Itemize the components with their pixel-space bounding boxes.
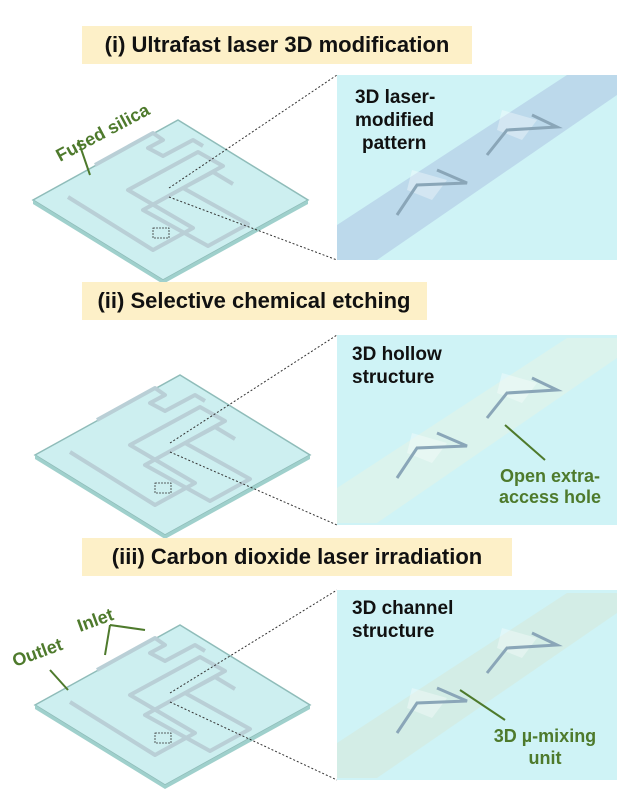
zoom-line bbox=[169, 334, 338, 444]
step-1: (i) Ultrafast laser 3D modification Fuse… bbox=[31, 26, 619, 286]
step-3-title: (iii) Carbon dioxide laser irradiation bbox=[112, 544, 482, 569]
outlet-label: Outlet bbox=[10, 634, 66, 671]
zoom-line bbox=[168, 196, 338, 261]
inset-label-line: pattern bbox=[362, 133, 426, 154]
step-2: (ii) Selective chemical etching 3D hollo… bbox=[33, 282, 619, 541]
inset-label-line: 3D hollow bbox=[352, 344, 442, 365]
zoom-line bbox=[168, 74, 338, 189]
callout-line: access hole bbox=[499, 487, 601, 507]
inset-label-line: structure bbox=[352, 621, 434, 642]
outlet-pointer bbox=[49, 669, 69, 691]
callout-line: 3D µ-mixing bbox=[494, 726, 596, 746]
step-3: (iii) Carbon dioxide laser irradiation O… bbox=[10, 538, 619, 791]
callout-pointer bbox=[504, 424, 546, 461]
etched-chip bbox=[33, 373, 312, 541]
step-2-title: (ii) Selective chemical etching bbox=[97, 288, 410, 313]
label-pointer bbox=[77, 139, 91, 176]
inset-label-line: 3D channel bbox=[352, 598, 453, 619]
inlet-pointer bbox=[104, 624, 111, 656]
step-2-banner bbox=[82, 282, 427, 320]
callout-pointer bbox=[459, 689, 506, 721]
final-chip bbox=[33, 623, 312, 791]
callout-line: unit bbox=[529, 748, 562, 768]
inset-label-line: modified bbox=[355, 110, 434, 131]
zoom-line bbox=[169, 701, 338, 781]
zoom-line bbox=[169, 589, 338, 694]
inlet-pointer bbox=[109, 624, 146, 631]
inset-label-line: structure bbox=[352, 367, 434, 388]
step-1-title: (i) Ultrafast laser 3D modification bbox=[105, 32, 450, 57]
step-3-banner bbox=[82, 538, 512, 576]
step-1-banner bbox=[82, 26, 472, 64]
callout-line: Open extra- bbox=[500, 466, 600, 486]
inset-label-line: 3D laser- bbox=[355, 87, 435, 108]
